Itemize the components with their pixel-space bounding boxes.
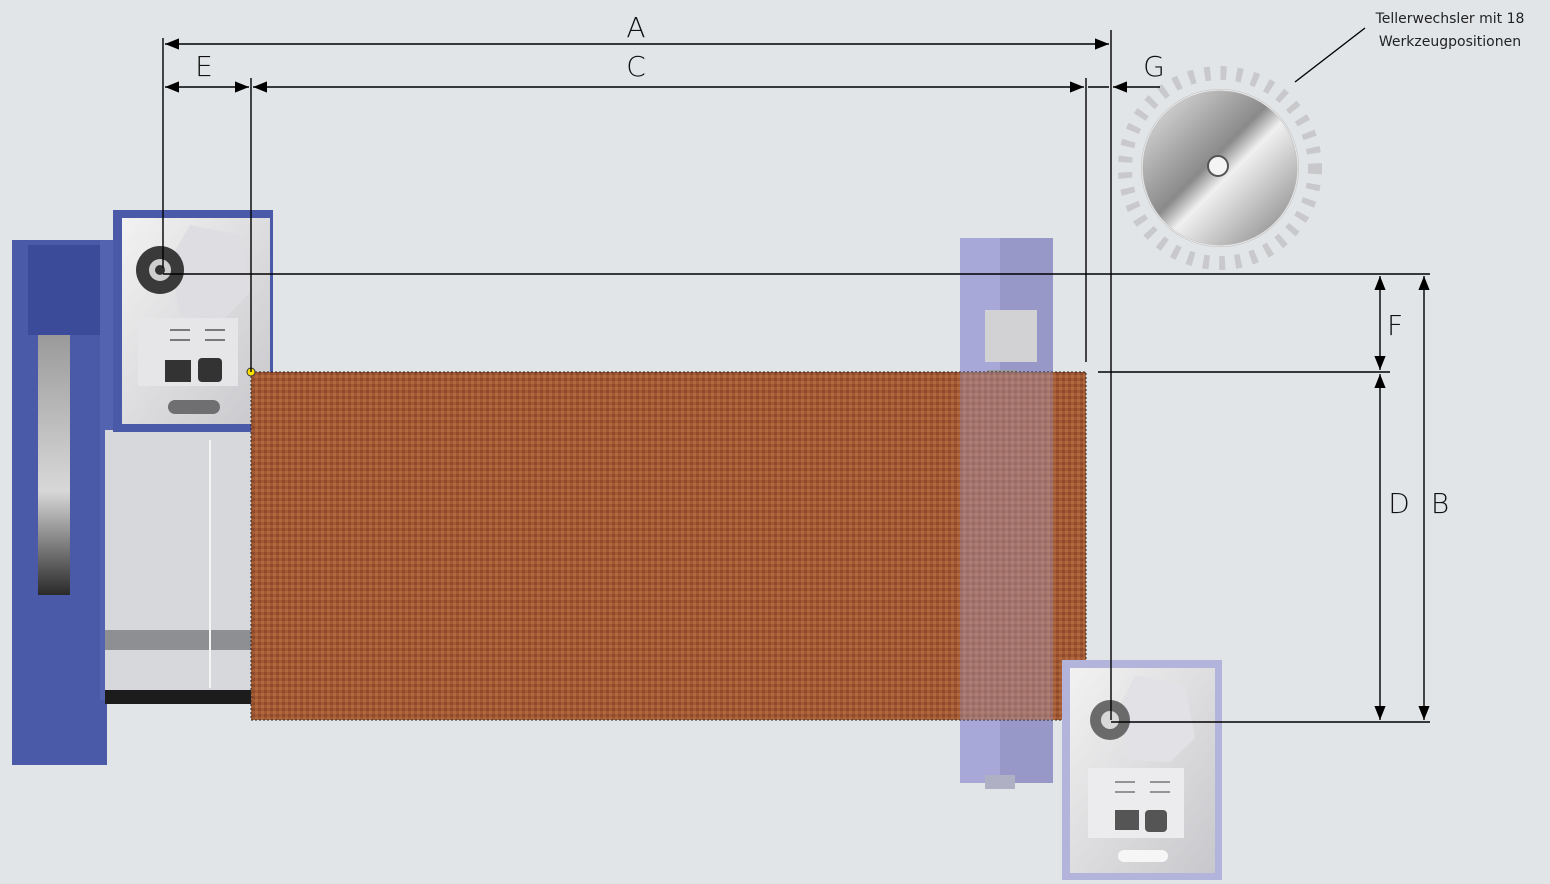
dimension-label-d: D: [1388, 487, 1410, 520]
right-machining-head: [1062, 660, 1222, 880]
left-frame: [12, 240, 253, 765]
dimension-label-e: E: [195, 50, 213, 83]
dimension-label-g: G: [1143, 50, 1165, 83]
left-machining-head: [113, 210, 273, 432]
dimension-label-a: A: [626, 11, 645, 44]
dimension-label-f: F: [1387, 309, 1403, 342]
saw-blade-icon: [1118, 66, 1322, 270]
dimension-label-b: B: [1431, 487, 1449, 520]
workpiece-panel: [246, 367, 1087, 721]
dimension-lines: [162, 27, 1430, 723]
tool-changer-note-line2: Werkzeugpositionen: [1379, 34, 1521, 50]
tool-changer-note-line1: Tellerwechsler mit 18: [1375, 11, 1525, 27]
dimension-label-c: C: [626, 50, 646, 83]
